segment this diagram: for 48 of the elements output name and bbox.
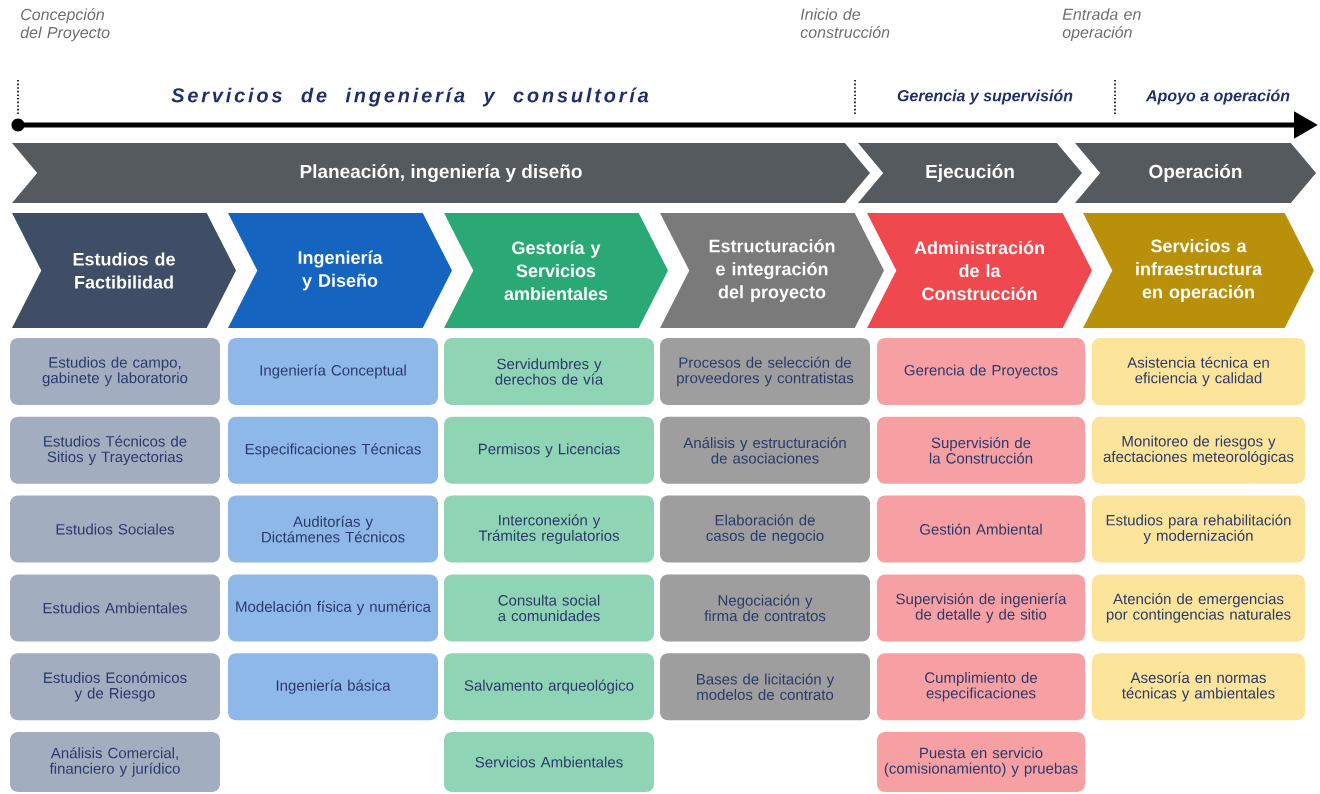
service-box: Gestión Ambiental xyxy=(877,495,1085,563)
service-band-title: Gerencia y supervisión xyxy=(897,89,1073,105)
service-box: Gerencia de Proyectos xyxy=(877,338,1085,405)
service-box: Asesoría en normas técnicas y ambientales xyxy=(1092,653,1305,721)
service-box: Permisos y Licencias xyxy=(444,416,654,484)
stage-header: Estructuración e integración del proyecto xyxy=(660,213,884,328)
service-box: Auditorías y Dictámenes Técnicos xyxy=(228,495,438,563)
service-box: Asistencia técnica en eficiencia y calidad xyxy=(1092,338,1305,405)
service-box: Supervisión de la Construcción xyxy=(877,416,1085,484)
service-box: Consulta social a comunidades xyxy=(444,574,654,642)
service-box: Procesos de selección de proveedores y contratistas xyxy=(660,338,870,405)
service-box: Servidumbres y derechos de vía xyxy=(444,338,654,405)
service-band-title: Servicios de ingeniería y consultoría xyxy=(171,87,649,107)
phase-band: Ejecución xyxy=(858,143,1082,203)
service-box: Cumplimiento de especificaciones xyxy=(877,653,1085,721)
service-box: Elaboración de casos de negocio xyxy=(660,495,870,563)
service-band-title: Apoyo a operación xyxy=(1145,89,1290,105)
phase-band: Planeación, ingeniería y diseño xyxy=(12,143,870,203)
milestone-label: Concepción del Proyecto xyxy=(20,8,110,42)
service-box: Servicios Ambientales xyxy=(444,732,654,792)
stage-header: Administración de la Construcción xyxy=(867,213,1092,328)
service-box: Interconexión y Trámites regulatorios xyxy=(444,495,654,563)
service-box: Estudios de campo, gabinete y laboratorio xyxy=(10,338,220,405)
milestone-label: Inicio de construcción xyxy=(800,8,890,38)
stage-header: Gestoría y Servicios ambientales xyxy=(444,213,668,328)
service-box: Análisis Comercial, financiero y jurídico xyxy=(10,732,220,792)
service-box: Monitoreo de riesgos y afectaciones meteorológicas xyxy=(1092,416,1305,484)
service-box: Salvamento arqueológico xyxy=(444,653,654,721)
service-box: Ingeniería básica xyxy=(228,653,438,721)
service-box: Estudios Técnicos de Sitios y Trayectorias xyxy=(10,416,220,484)
milestone-label: Entrada en operación xyxy=(1062,8,1141,42)
service-box: Estudios para rehabilitación y modernización xyxy=(1092,495,1305,563)
service-box: Modelación física y numérica xyxy=(228,574,438,642)
service-box: Especificaciones Técnicas xyxy=(228,416,438,484)
stage-header: Servicios a infraestructura en operación xyxy=(1083,213,1314,328)
phase-band: Operación xyxy=(1075,143,1316,203)
service-box: Estudios Sociales xyxy=(10,495,220,563)
service-box: Negociación y firma de contratos xyxy=(660,574,870,642)
service-box: Bases de licitación y modelos de contrato xyxy=(660,653,870,721)
stage-header: Estudios de Factibilidad xyxy=(12,213,236,328)
service-box: Ingeniería Conceptual xyxy=(228,338,438,405)
service-box: Atención de emergencias por contingencias naturales xyxy=(1092,574,1305,642)
service-box: Estudios Económicos y de Riesgo xyxy=(10,653,220,721)
service-box: Puesta en servicio (comisionamiento) y pruebas xyxy=(877,732,1085,792)
stage-header: Ingeniería y Diseño xyxy=(228,213,452,328)
service-box: Análisis y estructuración de asociaciones xyxy=(660,416,870,484)
service-box: Supervisión de ingeniería de detalle y de sitio xyxy=(877,574,1085,642)
service-box: Estudios Ambientales xyxy=(10,574,220,642)
